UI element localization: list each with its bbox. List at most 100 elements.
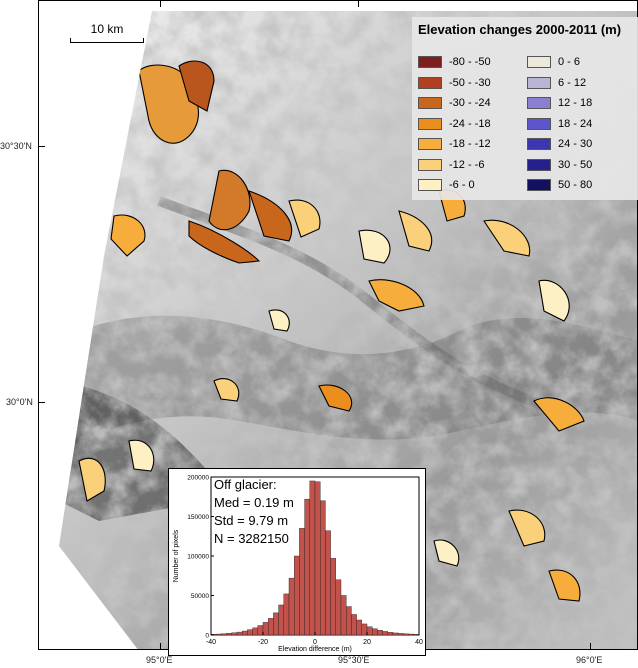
legend-entry: 0 - 6 bbox=[527, 56, 580, 72]
histogram-bar bbox=[273, 612, 279, 636]
histogram-bar bbox=[408, 633, 415, 636]
y-tick-label: 200000 bbox=[187, 475, 209, 482]
legend-entry: -6 - 0 bbox=[418, 179, 475, 195]
lon-label-95-30: 95°30'E bbox=[338, 655, 370, 665]
x-tick-label: -20 bbox=[258, 639, 268, 646]
histogram-bar bbox=[257, 625, 264, 636]
histogram-bar bbox=[267, 618, 274, 636]
lon-label-95-0: 95°0'E bbox=[146, 655, 173, 665]
legend-title: Elevation changes 2000-2011 (m) bbox=[418, 22, 622, 37]
lon-label-96-0: 96°0'E bbox=[576, 655, 603, 665]
legend-entry: 18 - 24 bbox=[527, 118, 592, 134]
legend-label: -12 - -6 bbox=[449, 158, 485, 171]
histogram-bar bbox=[299, 528, 305, 636]
glacier-outlines bbox=[78, 60, 585, 602]
legend-entry: 12 - 18 bbox=[527, 97, 592, 113]
histogram-bar bbox=[221, 633, 227, 636]
histogram-bar bbox=[309, 480, 316, 636]
histogram-bar bbox=[226, 633, 232, 636]
legend: Elevation changes 2000-2011 (m) -80 - -5… bbox=[412, 17, 638, 200]
tick-top-left bbox=[160, 0, 161, 7]
tick-top-middle bbox=[358, 0, 359, 7]
legend-swatch bbox=[418, 179, 442, 192]
x-tick-label: -40 bbox=[206, 639, 216, 646]
stats-block: Off glacier: Med = 0.19 m Std = 9.79 m N… bbox=[214, 476, 294, 548]
scale-bar: 10 km bbox=[70, 22, 144, 44]
legend-label: 6 - 12 bbox=[558, 76, 587, 89]
legend-entry: -12 - -6 bbox=[418, 159, 484, 175]
x-tick-label: 20 bbox=[363, 639, 371, 646]
legend-label: 24 - 30 bbox=[558, 138, 593, 150]
legend-label: -30 - -24 bbox=[449, 97, 491, 109]
legend-label: 0 - 6 bbox=[558, 56, 581, 68]
legend-label: 30 - 50 bbox=[558, 158, 593, 171]
stats-std: Std = 9.79 m bbox=[214, 513, 289, 528]
legend-swatch bbox=[527, 179, 551, 192]
lat-label-30-30: 30°30'N bbox=[0, 141, 32, 151]
histogram-bar bbox=[252, 627, 258, 636]
histogram-bar bbox=[304, 498, 311, 636]
histogram-bar bbox=[403, 633, 409, 636]
legend-entry: 24 - 30 bbox=[527, 138, 592, 154]
legend-label: 18 - 24 bbox=[558, 117, 593, 130]
legend-swatch bbox=[527, 117, 551, 130]
legend-swatch bbox=[418, 56, 442, 69]
histogram-bar bbox=[366, 626, 373, 636]
histogram-bar bbox=[231, 632, 238, 636]
legend-swatch bbox=[527, 97, 551, 110]
tick-lon-right bbox=[590, 643, 591, 650]
legend-swatch bbox=[418, 158, 442, 171]
histogram-bar bbox=[288, 577, 295, 636]
tick-lat-upper bbox=[38, 146, 45, 147]
legend-label: -50 - -30 bbox=[449, 76, 491, 89]
y-tick-label: 50000 bbox=[191, 593, 209, 600]
histogram-bar bbox=[283, 593, 290, 636]
stats-count: N = 3282150 bbox=[214, 531, 289, 546]
histogram-bar bbox=[345, 606, 352, 636]
stats-median: Med = 0.19 m bbox=[214, 495, 294, 510]
histogram-bar bbox=[351, 614, 357, 636]
histogram-bar bbox=[387, 632, 394, 636]
legend-label: -6 - 0 bbox=[449, 179, 475, 191]
legend-swatch bbox=[418, 117, 442, 130]
histogram-bar bbox=[278, 604, 284, 636]
histogram-bar bbox=[314, 481, 321, 636]
histogram-bar bbox=[247, 629, 253, 636]
legend-entry: -30 - -24 bbox=[418, 97, 491, 113]
histogram-bar bbox=[325, 530, 331, 636]
histogram-bar bbox=[319, 500, 326, 636]
histogram-bar bbox=[382, 631, 389, 636]
legend-label: -18 - -12 bbox=[449, 138, 491, 150]
legend-swatch bbox=[527, 158, 551, 171]
legend-entry: -24 - -18 bbox=[418, 118, 491, 134]
scale-bar-label: 10 km bbox=[90, 22, 124, 36]
legend-swatch bbox=[418, 97, 442, 110]
legend-entry: 6 - 12 bbox=[527, 77, 586, 93]
legend-swatch bbox=[418, 76, 442, 89]
histogram-bar bbox=[371, 628, 378, 636]
legend-swatch bbox=[527, 76, 551, 89]
legend-entry: 30 - 50 bbox=[527, 159, 592, 175]
histogram-bar bbox=[216, 633, 222, 636]
y-axis-label: Number of pixels bbox=[173, 529, 180, 582]
x-axis-label: Elevation difference (m) bbox=[278, 646, 352, 653]
y-tick-label: 150000 bbox=[187, 514, 209, 521]
histogram-bar bbox=[397, 633, 404, 636]
histogram-bar bbox=[340, 595, 347, 636]
x-tick-label: 0 bbox=[313, 639, 317, 646]
y-tick-label: 0 bbox=[205, 633, 209, 640]
legend-swatch bbox=[418, 138, 442, 151]
histogram-bar bbox=[335, 579, 342, 636]
legend-label: -80 - -50 bbox=[449, 56, 491, 68]
legend-label: 12 - 18 bbox=[558, 97, 593, 109]
x-tick-label: 40 bbox=[415, 639, 423, 646]
histogram-bar bbox=[236, 631, 243, 636]
histogram-bar bbox=[361, 623, 368, 636]
histogram-bar bbox=[377, 630, 383, 636]
scale-bar-line bbox=[70, 38, 144, 43]
tick-lat-lower bbox=[38, 402, 45, 403]
legend-swatch bbox=[527, 138, 551, 151]
stats-title: Off glacier: bbox=[214, 477, 277, 492]
